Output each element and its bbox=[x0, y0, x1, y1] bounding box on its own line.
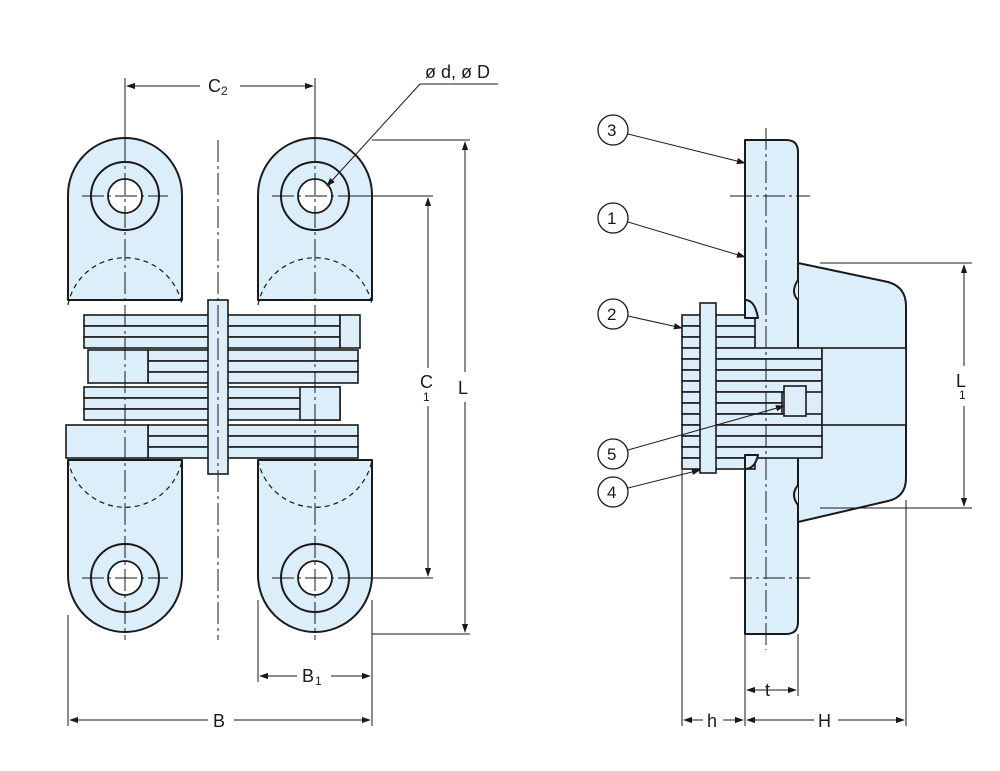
callout-5: 5 bbox=[597, 405, 785, 470]
dim-c2-label: C bbox=[208, 76, 221, 96]
dim-t-label: t bbox=[765, 680, 770, 700]
svg-text:5: 5 bbox=[607, 445, 616, 464]
svg-text:3: 3 bbox=[607, 121, 616, 140]
callout-2: 2 bbox=[597, 298, 683, 330]
dim-b1-label: B bbox=[302, 666, 314, 686]
dim-b-label: B bbox=[213, 711, 225, 731]
dim-diameter-label: ø d, ø D bbox=[425, 62, 490, 82]
svg-text:4: 4 bbox=[607, 483, 616, 502]
side-knuckle-stack bbox=[681, 299, 907, 474]
svg-text:2: 2 bbox=[607, 305, 616, 324]
front-view: C 2 ø d, ø D L C 1 B 1 B bbox=[65, 62, 498, 732]
dim-l1-label: L bbox=[956, 371, 966, 391]
svg-text:1: 1 bbox=[959, 388, 966, 402]
knuckle-stack bbox=[65, 299, 361, 475]
svg-text:1: 1 bbox=[607, 209, 616, 228]
dim-l-label: L bbox=[458, 378, 468, 398]
side-view: L 1 t h H 3 1 2 bbox=[597, 114, 975, 732]
svg-text:2: 2 bbox=[221, 84, 228, 98]
svg-text:1: 1 bbox=[315, 674, 322, 688]
dim-H-label: H bbox=[818, 711, 831, 731]
callout-4: 4 bbox=[597, 468, 701, 508]
callout-1: 1 bbox=[597, 202, 746, 258]
dim-h-label: h bbox=[707, 711, 717, 731]
dim-c1-label: C bbox=[420, 372, 433, 392]
svg-text:1: 1 bbox=[423, 390, 430, 404]
callout-3: 3 bbox=[597, 114, 746, 165]
